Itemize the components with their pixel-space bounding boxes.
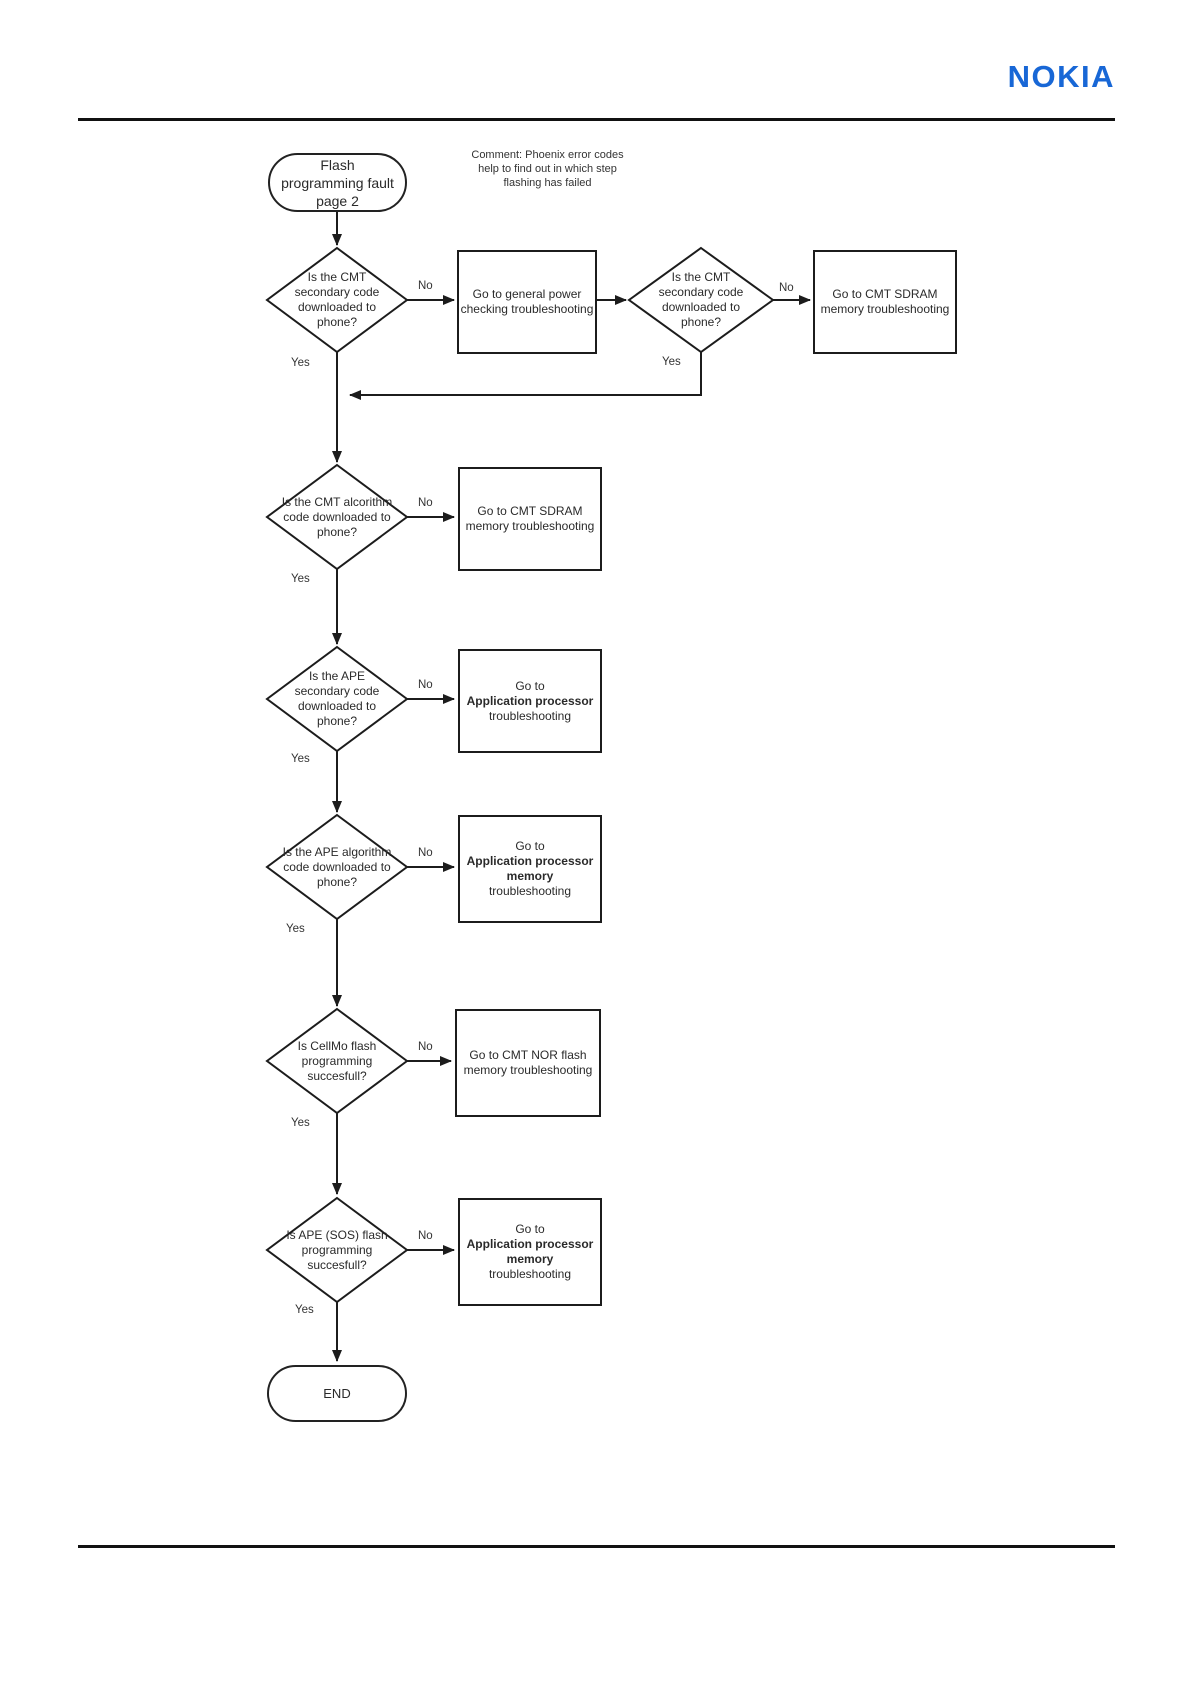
- yes-label-3: Yes: [291, 573, 310, 585]
- process-line: troubleshooting: [488, 1267, 572, 1281]
- decision-line: programming: [301, 1053, 373, 1068]
- process-line: memory: [506, 869, 554, 883]
- process-line: memory troubleshooting: [820, 302, 950, 316]
- process-app-processor-memory-2: Go to Application processor memory troub…: [458, 1198, 602, 1306]
- no-label-7: No: [418, 1230, 433, 1242]
- process-line: Go to: [515, 839, 545, 853]
- no-label-3: No: [418, 497, 433, 509]
- process-line: memory: [506, 1252, 554, 1266]
- process-line: Go to: [515, 678, 545, 693]
- process-line: checking troubleshooting: [460, 302, 594, 316]
- decision-line: succesfull?: [307, 1257, 367, 1272]
- decision-line: secondary code: [294, 285, 380, 299]
- decision-line: downloaded to: [297, 300, 377, 314]
- diamond-d1: [265, 246, 409, 354]
- comment-note: Comment: Phoenix error codes help to fin…: [445, 148, 650, 190]
- no-label-4: No: [418, 679, 433, 691]
- decision-line: phone?: [316, 714, 358, 728]
- diamond-d5: [265, 813, 409, 921]
- decision-ape-algorithm: Is the APE algorithm code downloaded to …: [257, 819, 417, 915]
- decision-line: Is the CMT: [671, 270, 731, 284]
- decision-line: phone?: [316, 524, 358, 539]
- yes-label-2: Yes: [662, 356, 681, 368]
- no-label-5: No: [418, 847, 433, 859]
- no-label-6: No: [418, 1041, 433, 1053]
- decision-ape-secondary: Is the APE secondary code downloaded to …: [262, 651, 412, 747]
- decision-line: downloaded to: [297, 699, 377, 713]
- decision-line: secondary code: [658, 285, 744, 299]
- no-label-2: No: [779, 282, 794, 294]
- end-label: END: [323, 1385, 351, 1401]
- process-app-processor-memory-1: Go to Application processor memory troub…: [458, 815, 602, 923]
- decision-line: Is the CMT alcorithm: [281, 494, 393, 509]
- edge-d2-yes-merge: [349, 352, 702, 400]
- decision-line: downloaded to: [661, 300, 741, 314]
- yes-label-1: Yes: [291, 357, 310, 369]
- yes-label-5: Yes: [286, 923, 305, 935]
- decision-cmt-secondary-2: Is the CMT secondary code downloaded to …: [626, 252, 776, 348]
- process-line: Go to CMT SDRAM: [477, 504, 583, 518]
- decision-line: Is the APE algorithm: [282, 844, 392, 859]
- decision-line: succesfull?: [307, 1068, 367, 1083]
- process-cmt-sdram-1: Go to CMT SDRAM memory troubleshooting: [813, 250, 957, 354]
- decision-line: phone?: [316, 315, 358, 329]
- decision-line: Is the CMT: [307, 270, 367, 284]
- decision-line: code downloaded to: [283, 859, 391, 874]
- start-line: Flash: [320, 156, 355, 173]
- yes-label-6: Yes: [291, 1117, 310, 1129]
- process-cmt-sdram-2: Go to CMT SDRAM memory troubleshooting: [458, 467, 602, 571]
- decision-line: Is APE (SOS) flash: [286, 1227, 388, 1242]
- footer-rule: [78, 1545, 1115, 1548]
- decision-line: phone?: [680, 315, 722, 329]
- process-app-processor: Go to Application processor troubleshoot…: [458, 649, 602, 753]
- no-label-1: No: [418, 280, 433, 292]
- end-node: END: [267, 1365, 407, 1422]
- process-line: memory troubleshooting: [463, 1063, 593, 1077]
- process-line: troubleshooting: [488, 884, 572, 898]
- decision-cmt-algorithm: Is the CMT alcorithm code downloaded to …: [257, 469, 417, 565]
- diamond-d4: [265, 645, 409, 753]
- process-line: Go to CMT NOR flash: [469, 1048, 587, 1062]
- nokia-logo: NOKIA: [1007, 59, 1115, 94]
- process-line: memory troubleshooting: [465, 519, 595, 533]
- yes-label-4: Yes: [291, 753, 310, 765]
- process-line: Go to CMT SDRAM: [832, 287, 938, 301]
- decision-line: Is CellMo flash: [297, 1038, 377, 1053]
- process-line: Application processor: [466, 1237, 594, 1251]
- process-line: Go to: [515, 1222, 545, 1236]
- decision-cmt-secondary-1: Is the CMT secondary code downloaded to …: [262, 252, 412, 348]
- process-line: Go to general power: [472, 287, 582, 301]
- process-line: Application processor: [466, 854, 594, 868]
- process-cmt-nor-flash: Go to CMT NOR flash memory troubleshooti…: [455, 1009, 601, 1117]
- comment-line: flashing has failed: [503, 177, 592, 189]
- start-node: Flash programming fault page 2: [268, 153, 407, 212]
- diamond-d6: [265, 1007, 409, 1115]
- yes-label-7: Yes: [295, 1304, 314, 1316]
- decision-ape-sos-flash: Is APE (SOS) flash programming succesful…: [257, 1202, 417, 1298]
- decision-cellmo-flash: Is CellMo flash programming succesfull?: [262, 1013, 412, 1109]
- decision-line: phone?: [316, 874, 358, 889]
- diamond-d2: [627, 246, 775, 354]
- start-line: programming fault: [281, 174, 394, 191]
- comment-line: Comment: Phoenix error codes: [471, 149, 624, 161]
- start-line: page 2: [316, 192, 359, 209]
- process-line: troubleshooting: [488, 708, 572, 723]
- diamond-d3: [265, 463, 409, 571]
- decision-line: secondary code: [294, 684, 380, 698]
- decision-line: programming: [301, 1242, 373, 1257]
- comment-line: help to find out in which step: [478, 163, 617, 175]
- process-line: Application processor: [466, 693, 594, 708]
- decision-line: Is the APE: [308, 669, 366, 683]
- header-rule: [78, 118, 1115, 121]
- diamond-d7: [265, 1196, 409, 1304]
- process-general-power: Go to general power checking troubleshoo…: [457, 250, 597, 354]
- decision-line: code downloaded to: [283, 509, 391, 524]
